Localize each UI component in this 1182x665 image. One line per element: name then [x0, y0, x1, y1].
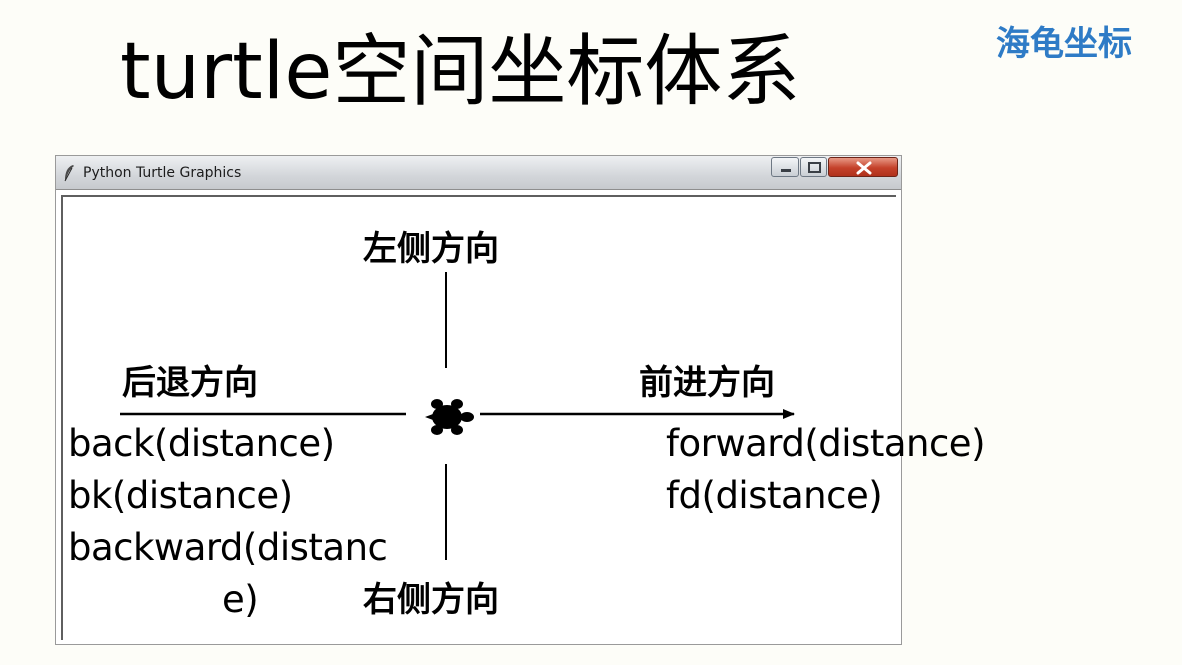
- minimize-button[interactable]: [771, 157, 799, 177]
- turtle-icon: [425, 399, 474, 435]
- back-command: back(distance): [68, 422, 335, 465]
- backward-command-wrap: e): [222, 578, 259, 621]
- close-icon: [856, 161, 872, 175]
- forward-command: forward(distance): [666, 422, 986, 465]
- forward-commands: forward(distance) fd(distance): [666, 418, 986, 522]
- slide-tag: 海龟坐标: [996, 24, 1132, 64]
- turtle-graphics-window: Python Turtle Graphics: [55, 155, 902, 645]
- backward-commands: back(distance) bk(distance) backward(dis…: [68, 418, 388, 626]
- fd-command: fd(distance): [666, 474, 883, 517]
- turtle-canvas[interactable]: [61, 195, 896, 640]
- maximize-button[interactable]: [800, 157, 827, 177]
- bk-command: bk(distance): [68, 474, 293, 517]
- window-titlebar[interactable]: Python Turtle Graphics: [56, 156, 901, 190]
- window-title: Python Turtle Graphics: [83, 165, 242, 181]
- backward-direction-label: 后退方向: [122, 363, 258, 403]
- maximize-icon: [808, 162, 821, 173]
- forward-direction-label: 前进方向: [639, 363, 775, 403]
- minimize-icon: [781, 169, 791, 172]
- left-direction-label: 左侧方向: [363, 229, 499, 269]
- slide-title: turtle空间坐标体系: [120, 27, 801, 117]
- coordinate-axes: [120, 272, 795, 560]
- right-direction-label: 右侧方向: [363, 580, 499, 620]
- feather-icon: [64, 165, 74, 182]
- backward-command: backward(distanc: [68, 526, 388, 569]
- close-button[interactable]: [828, 157, 898, 177]
